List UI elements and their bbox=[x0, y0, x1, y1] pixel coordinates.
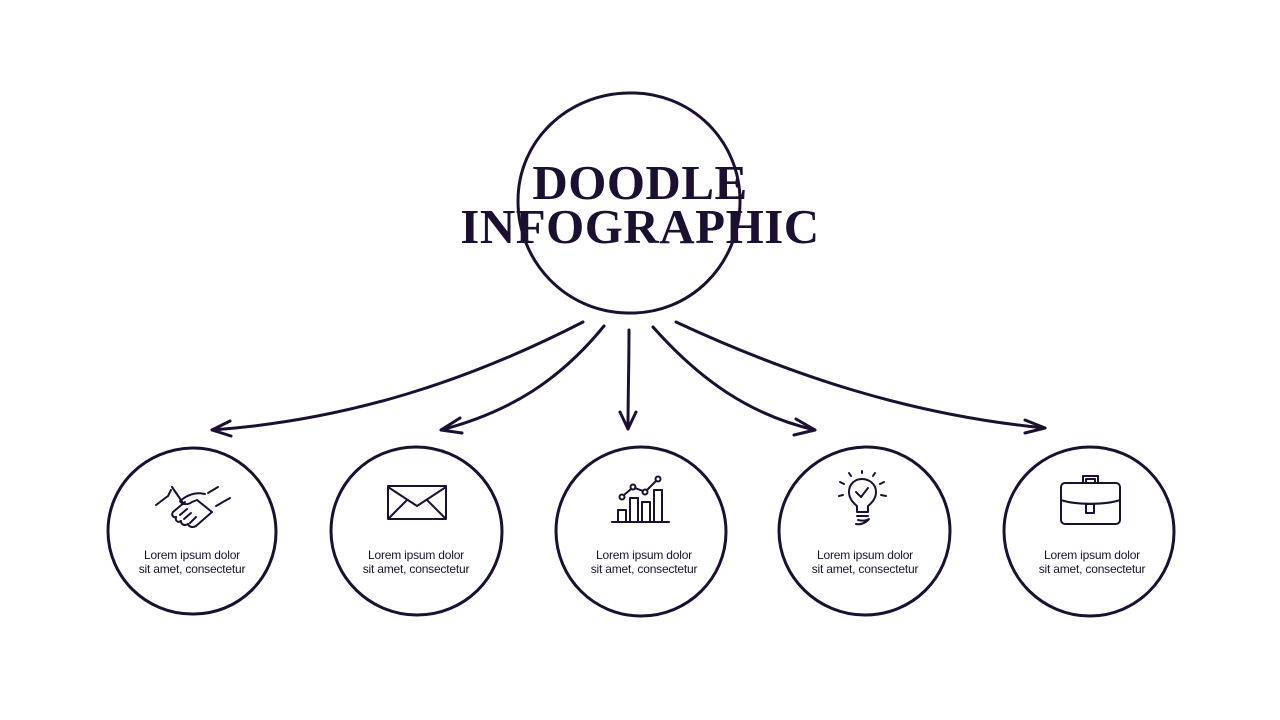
item-1-caption-line-2: sit amet, consectetur bbox=[138, 562, 246, 576]
item-1-caption: Lorem ipsum dolor sit amet, consectetur bbox=[117, 548, 267, 576]
item-circle-1 bbox=[106, 446, 278, 616]
handshake-icon bbox=[155, 486, 231, 529]
item-4-caption-line-2: sit amet, consectetur bbox=[811, 562, 919, 576]
briefcase-icon bbox=[1060, 475, 1121, 525]
item-2-caption: Lorem ipsum dolor sit amet, consectetur bbox=[341, 548, 491, 576]
arrow-2 bbox=[439, 324, 606, 435]
bar-chart-icon bbox=[611, 475, 670, 523]
item-5-caption-line-1: Lorem ipsum dolor bbox=[1044, 548, 1140, 562]
item-4-caption: Lorem ipsum dolor sit amet, consectetur bbox=[790, 548, 940, 576]
envelope-icon bbox=[387, 485, 447, 520]
item-4-caption-line-1: Lorem ipsum dolor bbox=[817, 548, 913, 562]
item-1-caption-line-1: Lorem ipsum dolor bbox=[144, 548, 240, 562]
item-5-caption-line-2: sit amet, consectetur bbox=[1038, 562, 1146, 576]
item-5-caption: Lorem ipsum dolor sit amet, consectetur bbox=[1017, 548, 1167, 576]
arrow-3 bbox=[618, 328, 638, 431]
item-circle-5 bbox=[1002, 445, 1176, 618]
item-circle-2 bbox=[329, 445, 504, 617]
item-circle-4 bbox=[777, 445, 952, 617]
item-3-caption: Lorem ipsum dolor sit amet, consectetur bbox=[569, 548, 719, 576]
item-3-caption-line-1: Lorem ipsum dolor bbox=[596, 548, 692, 562]
item-2-caption-line-1: Lorem ipsum dolor bbox=[368, 548, 464, 562]
item-3-caption-line-2: sit amet, consectetur bbox=[590, 562, 698, 576]
arrow-4 bbox=[651, 325, 817, 437]
center-circle bbox=[516, 91, 742, 315]
arrow-1 bbox=[210, 320, 585, 438]
title-line-1: DOODLE bbox=[532, 155, 748, 210]
arrow-5 bbox=[674, 320, 1047, 435]
lightbulb-icon bbox=[838, 470, 887, 526]
title-line-2: INFOGRAPHIC bbox=[460, 199, 820, 254]
item-2-caption-line-2: sit amet, consectetur bbox=[362, 562, 470, 576]
item-circle-3 bbox=[554, 445, 728, 618]
